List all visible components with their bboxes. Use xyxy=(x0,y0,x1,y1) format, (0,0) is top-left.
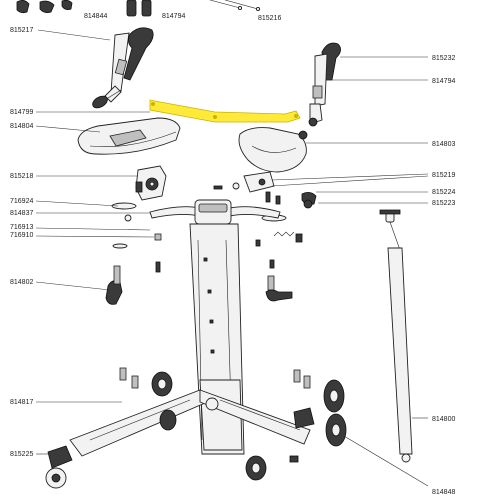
label-815218: 815218 xyxy=(10,173,33,180)
label-814837: 814837 xyxy=(10,210,33,217)
armrest-rail-814799[interactable] xyxy=(149,99,301,123)
actuator-814800[interactable] xyxy=(379,209,413,463)
label-815216: 815216 xyxy=(258,15,281,22)
label-815217: 815217 xyxy=(10,27,33,34)
right-bracket-815219[interactable] xyxy=(213,171,275,193)
label-814817: 814817 xyxy=(10,399,33,406)
label-814802: 814802 xyxy=(10,279,33,286)
leader-814802 xyxy=(35,281,111,291)
right-lever[interactable] xyxy=(265,275,293,302)
label-815223: 815223 xyxy=(432,200,455,207)
label-814800: 814800 xyxy=(432,416,455,423)
center-hardware xyxy=(111,191,303,273)
caster-rear-right[interactable] xyxy=(323,379,345,413)
highlighted-rail-shape xyxy=(149,99,301,123)
label-716910: 716910 xyxy=(10,232,33,239)
leader-716924 xyxy=(35,200,119,207)
caster-front-right-814848[interactable] xyxy=(293,407,347,447)
leader-815217 xyxy=(37,29,111,41)
top-crossbar-814837[interactable] xyxy=(149,199,281,225)
left-handle-815217[interactable] xyxy=(91,27,154,111)
right-handle-815232[interactable] xyxy=(308,42,341,127)
label-815224: 815224 xyxy=(432,189,455,196)
caster-bottom-center[interactable] xyxy=(245,455,299,481)
base-legs-814817[interactable] xyxy=(69,367,311,457)
leader-814804 xyxy=(35,125,101,133)
label-815219: 815219 xyxy=(432,172,455,179)
left-bracket-815218[interactable] xyxy=(135,165,167,201)
part-815216-pins[interactable] xyxy=(209,0,261,12)
label-814794-right: 814794 xyxy=(432,78,455,85)
knob-815223[interactable] xyxy=(303,199,313,209)
leader-815219-b xyxy=(271,175,429,187)
left-armrest-pad-814804[interactable] xyxy=(77,117,181,155)
label-814794-top: 814794 xyxy=(162,13,185,20)
label-814848: 814848 xyxy=(432,489,455,496)
main-column[interactable] xyxy=(189,223,245,455)
label-814804: 814804 xyxy=(10,123,33,130)
part-814844-knobs[interactable] xyxy=(16,0,73,14)
part-814794-bolts[interactable] xyxy=(126,0,152,17)
leader-716913 xyxy=(35,227,151,231)
label-716913: 716913 xyxy=(10,224,33,231)
label-814803: 814803 xyxy=(432,141,455,148)
right-armrest-pad-814803[interactable] xyxy=(238,127,308,173)
left-lever-814802[interactable] xyxy=(105,265,123,305)
leader-815219 xyxy=(271,173,429,181)
caster-front-left-815225[interactable] xyxy=(45,445,73,489)
label-815225: 815225 xyxy=(10,451,33,458)
label-814799: 814799 xyxy=(10,109,33,116)
top-parts-row: 814844 814794 815216 xyxy=(16,0,281,22)
label-815232: 815232 xyxy=(432,55,455,62)
leader-716910 xyxy=(35,235,155,238)
label-814844: 814844 xyxy=(84,13,107,20)
label-716924: 716924 xyxy=(10,198,33,205)
caster-rear-left[interactable] xyxy=(151,371,177,431)
leader-814848 xyxy=(343,435,429,487)
